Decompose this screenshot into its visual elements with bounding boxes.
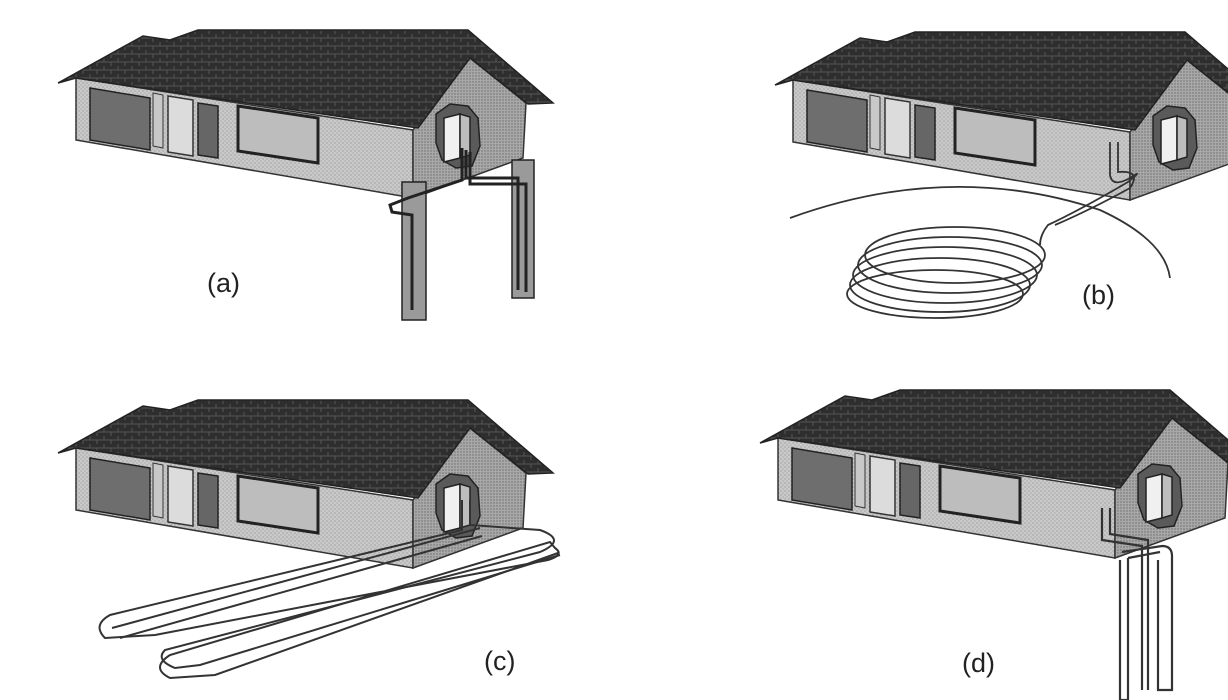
panel-b: (b) [773,30,1228,319]
panel-label-c: (c) [484,646,515,676]
house-d [758,388,1228,560]
panel-label-b: (b) [1082,280,1115,310]
panel-label-a: (a) [207,268,240,298]
panel-d: (d) [758,388,1228,700]
horizontal-loop [98,500,561,680]
vertical-wells-loop [388,148,535,321]
panel-c: (c) [56,398,561,680]
house-b [773,30,1228,202]
house-a [56,28,555,200]
panel-label-d: (d) [962,648,995,678]
panel-a: (a) [56,28,555,321]
slinky-coil-loop [789,142,1171,319]
house-c [56,398,555,570]
u-bend-loop [1100,508,1174,700]
